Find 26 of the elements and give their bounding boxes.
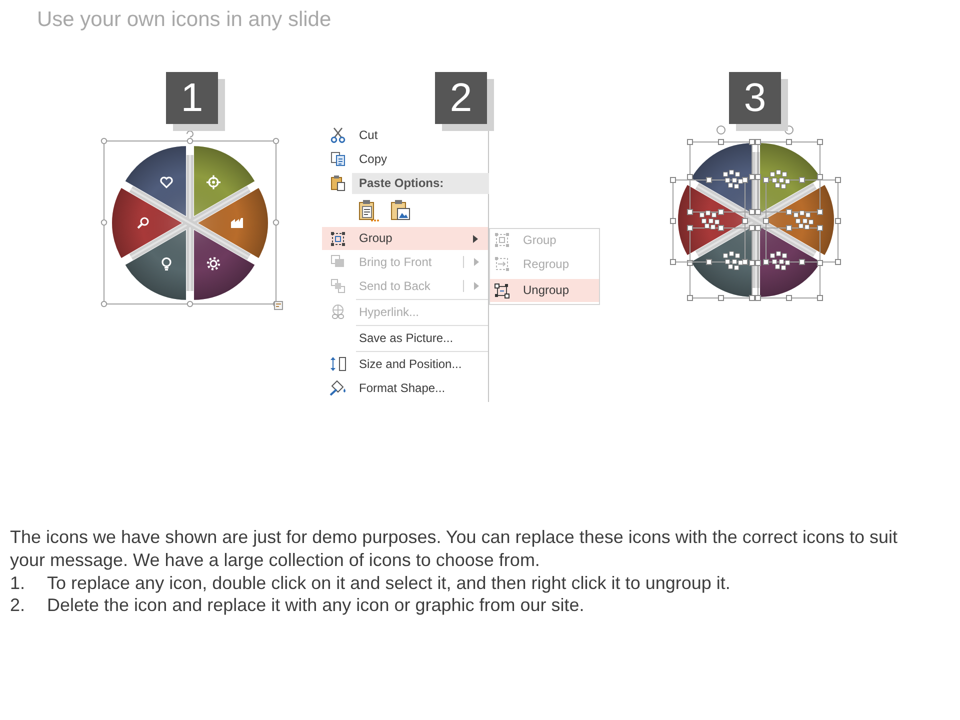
- number-badge: [435, 72, 494, 131]
- number-badge: [729, 72, 788, 131]
- menu-item: Size and Position...: [329, 354, 462, 374]
- menu-item: Cut: [330, 125, 378, 145]
- menu-item: Group: [494, 230, 556, 250]
- list-number: 2.: [10, 594, 26, 617]
- list-item: To replace any icon, double click on it and select it, and then right click it to ungroup it.: [47, 572, 730, 595]
- step-number: 1: [180, 78, 204, 118]
- menu-item: Bring to Front: [330, 252, 432, 272]
- menu-item: Group: [322, 227, 488, 250]
- menu-item: Send to Back: [330, 276, 430, 296]
- menu-item: Ungroup: [490, 279, 599, 302]
- step-number: 3: [744, 78, 766, 118]
- menu-heading: Paste Options:: [352, 173, 489, 194]
- menu-item: Hyperlink...: [330, 302, 420, 322]
- list-number: 1.: [10, 572, 26, 595]
- menu-item: Copy: [330, 149, 388, 169]
- menu-item: Save as Picture...: [359, 330, 454, 347]
- step-number: 2: [450, 78, 472, 118]
- list-item: Delete the icon and replace it with any icon or graphic from our site.: [47, 594, 584, 617]
- body-text: The icons we have shown are just for demo purposes. You can replace these icons with the correct icons to suit your message. We have a large collection of icons to choose from.: [10, 526, 898, 572]
- submenu: [489, 228, 600, 305]
- menu-item: Format Shape...: [329, 378, 446, 398]
- number-badge: [166, 72, 225, 131]
- slide-title: Use your own icons in any slide: [37, 7, 332, 33]
- menu-item: Regroup: [494, 254, 570, 274]
